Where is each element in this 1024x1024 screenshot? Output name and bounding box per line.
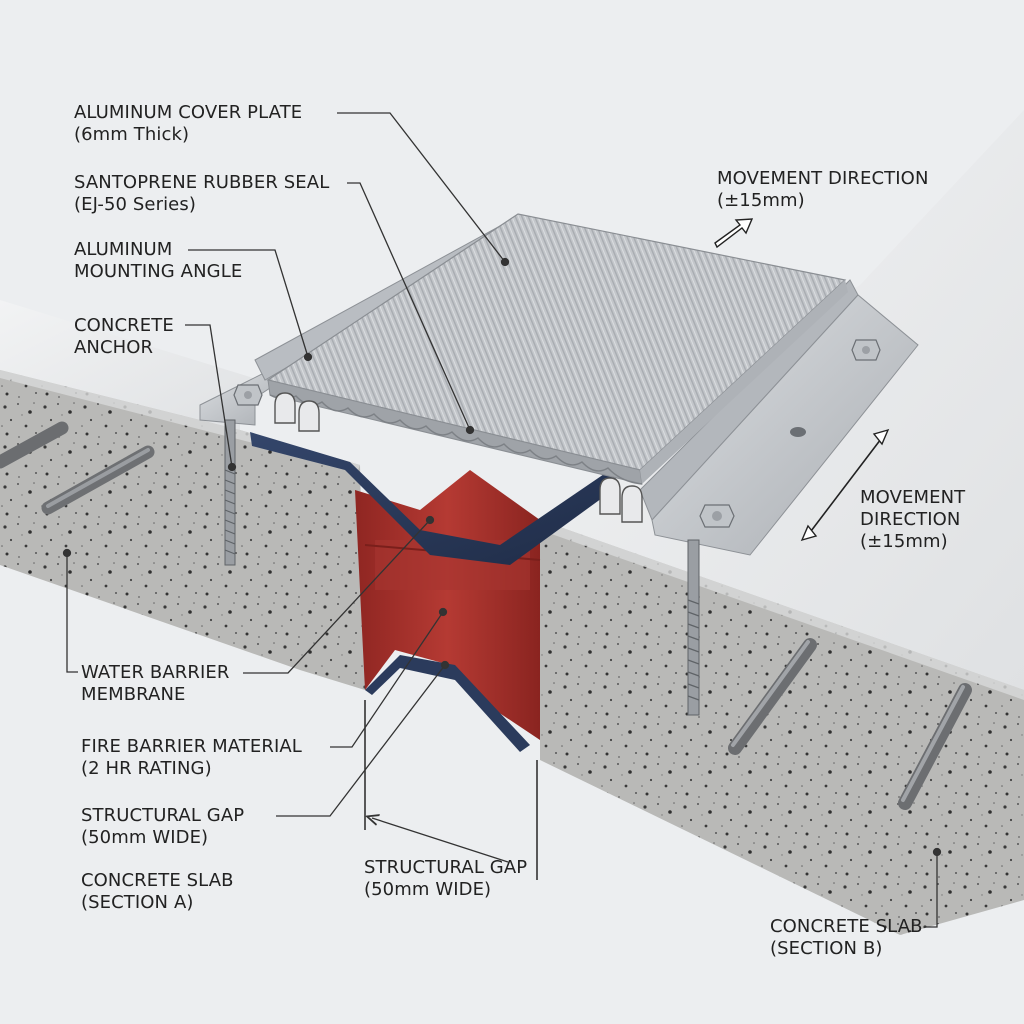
label-slab-b-line2: (SECTION B) [770,938,883,959]
label-concrete-anchor: CONCRETE ANCHOR [74,315,174,359]
leader-lines [62,112,942,928]
label-fire-barrier-material: FIRE BARRIER MATERIAL (2 HR RATING) [81,736,302,780]
slab-a-top-surface [0,300,260,430]
fire-barrier-block [355,470,540,740]
label-movement-direction-top: MOVEMENT DIRECTION (±15mm) [717,168,929,212]
rebar-slab-b [728,638,972,810]
label-water-barrier-line2: MEMBRANE [81,684,186,705]
label-structural-gap-center: STRUCTURAL GAP (50mm WIDE) [364,857,527,901]
label-movement-direction-right: MOVEMENT DIRECTION (±15mm) [860,487,965,553]
label-mounting-angle-line2: MOUNTING ANGLE [74,261,243,282]
label-concrete-anchor-line2: ANCHOR [74,337,154,358]
label-mounting-angle-line1: ALUMINUM [74,239,173,260]
leader-concrete-anchor [185,324,233,468]
label-rubber-seal-line2: (EJ-50 Series) [74,194,196,215]
label-structural-gap-left-line2: (50mm WIDE) [81,827,209,848]
leader-rubber-seal [347,182,471,431]
label-concrete-anchor-line1: CONCRETE [74,315,174,336]
rebar-slab-a [0,421,155,515]
label-movement-right-line3: (±15mm) [860,531,948,552]
label-aluminum-mounting-angle: ALUMINUM MOUNTING ANGLE [74,239,242,283]
concrete-anchor-left [224,384,263,566]
label-water-barrier-membrane: WATER BARRIER MEMBRANE [81,662,230,706]
label-water-barrier-line1: WATER BARRIER [81,662,230,683]
leader-slab-a [66,553,78,673]
label-structural-gap-left-line1: STRUCTURAL GAP [81,805,245,826]
label-cover-plate-line2: (6mm Thick) [74,124,190,145]
leader-fire-barrier [330,611,444,748]
slab-b-concrete-section [540,520,1024,935]
leader-structural-gap-center [372,818,509,863]
movement-arrow-top [714,218,754,249]
label-cover-plate-line1: ALUMINUM COVER PLATE [74,102,303,123]
label-slab-b-line1: CONCRETE SLAB [770,916,923,937]
movement-arrow-right [800,428,890,542]
leader-cover-plate [337,112,506,263]
leader-structural-gap-left [276,664,446,817]
label-concrete-slab-b: CONCRETE SLAB (SECTION B) [770,916,923,960]
label-rubber-seal-line1: SANTOPRENE RUBBER SEAL [74,172,330,193]
concrete-anchor-right [687,339,881,716]
label-movement-top-line1: MOVEMENT DIRECTION [717,168,929,189]
label-concrete-slab-a: CONCRETE SLAB (SECTION A) [81,870,234,914]
label-movement-top-line2: (±15mm) [717,190,805,211]
label-slab-a-line1: CONCRETE SLAB [81,870,234,891]
label-slab-a-line2: (SECTION A) [81,892,194,913]
santoprene-rubber-seal [274,392,643,523]
aluminum-cover-plate [266,213,848,485]
label-fire-barrier-line1: FIRE BARRIER MATERIAL [81,736,302,757]
label-santoprene-rubber-seal: SANTOPRENE RUBBER SEAL (EJ-50 Series) [74,172,329,216]
water-barrier-membrane-lower [365,655,530,752]
label-aluminum-cover-plate: ALUMINUM COVER PLATE (6mm Thick) [74,102,302,146]
leader-mounting-angle [188,249,309,358]
leader-water-barrier [243,519,431,674]
label-movement-right-line2: DIRECTION [860,509,961,530]
label-movement-right-line1: MOVEMENT [860,487,966,508]
water-barrier-membrane [250,432,620,565]
label-structural-gap-center-line2: (50mm WIDE) [364,879,492,900]
label-structural-gap-left: STRUCTURAL GAP (50mm WIDE) [81,805,244,849]
label-fire-barrier-line2: (2 HR RATING) [81,758,212,779]
leader-slab-b [925,852,938,928]
label-structural-gap-center-line1: STRUCTURAL GAP [364,857,528,878]
